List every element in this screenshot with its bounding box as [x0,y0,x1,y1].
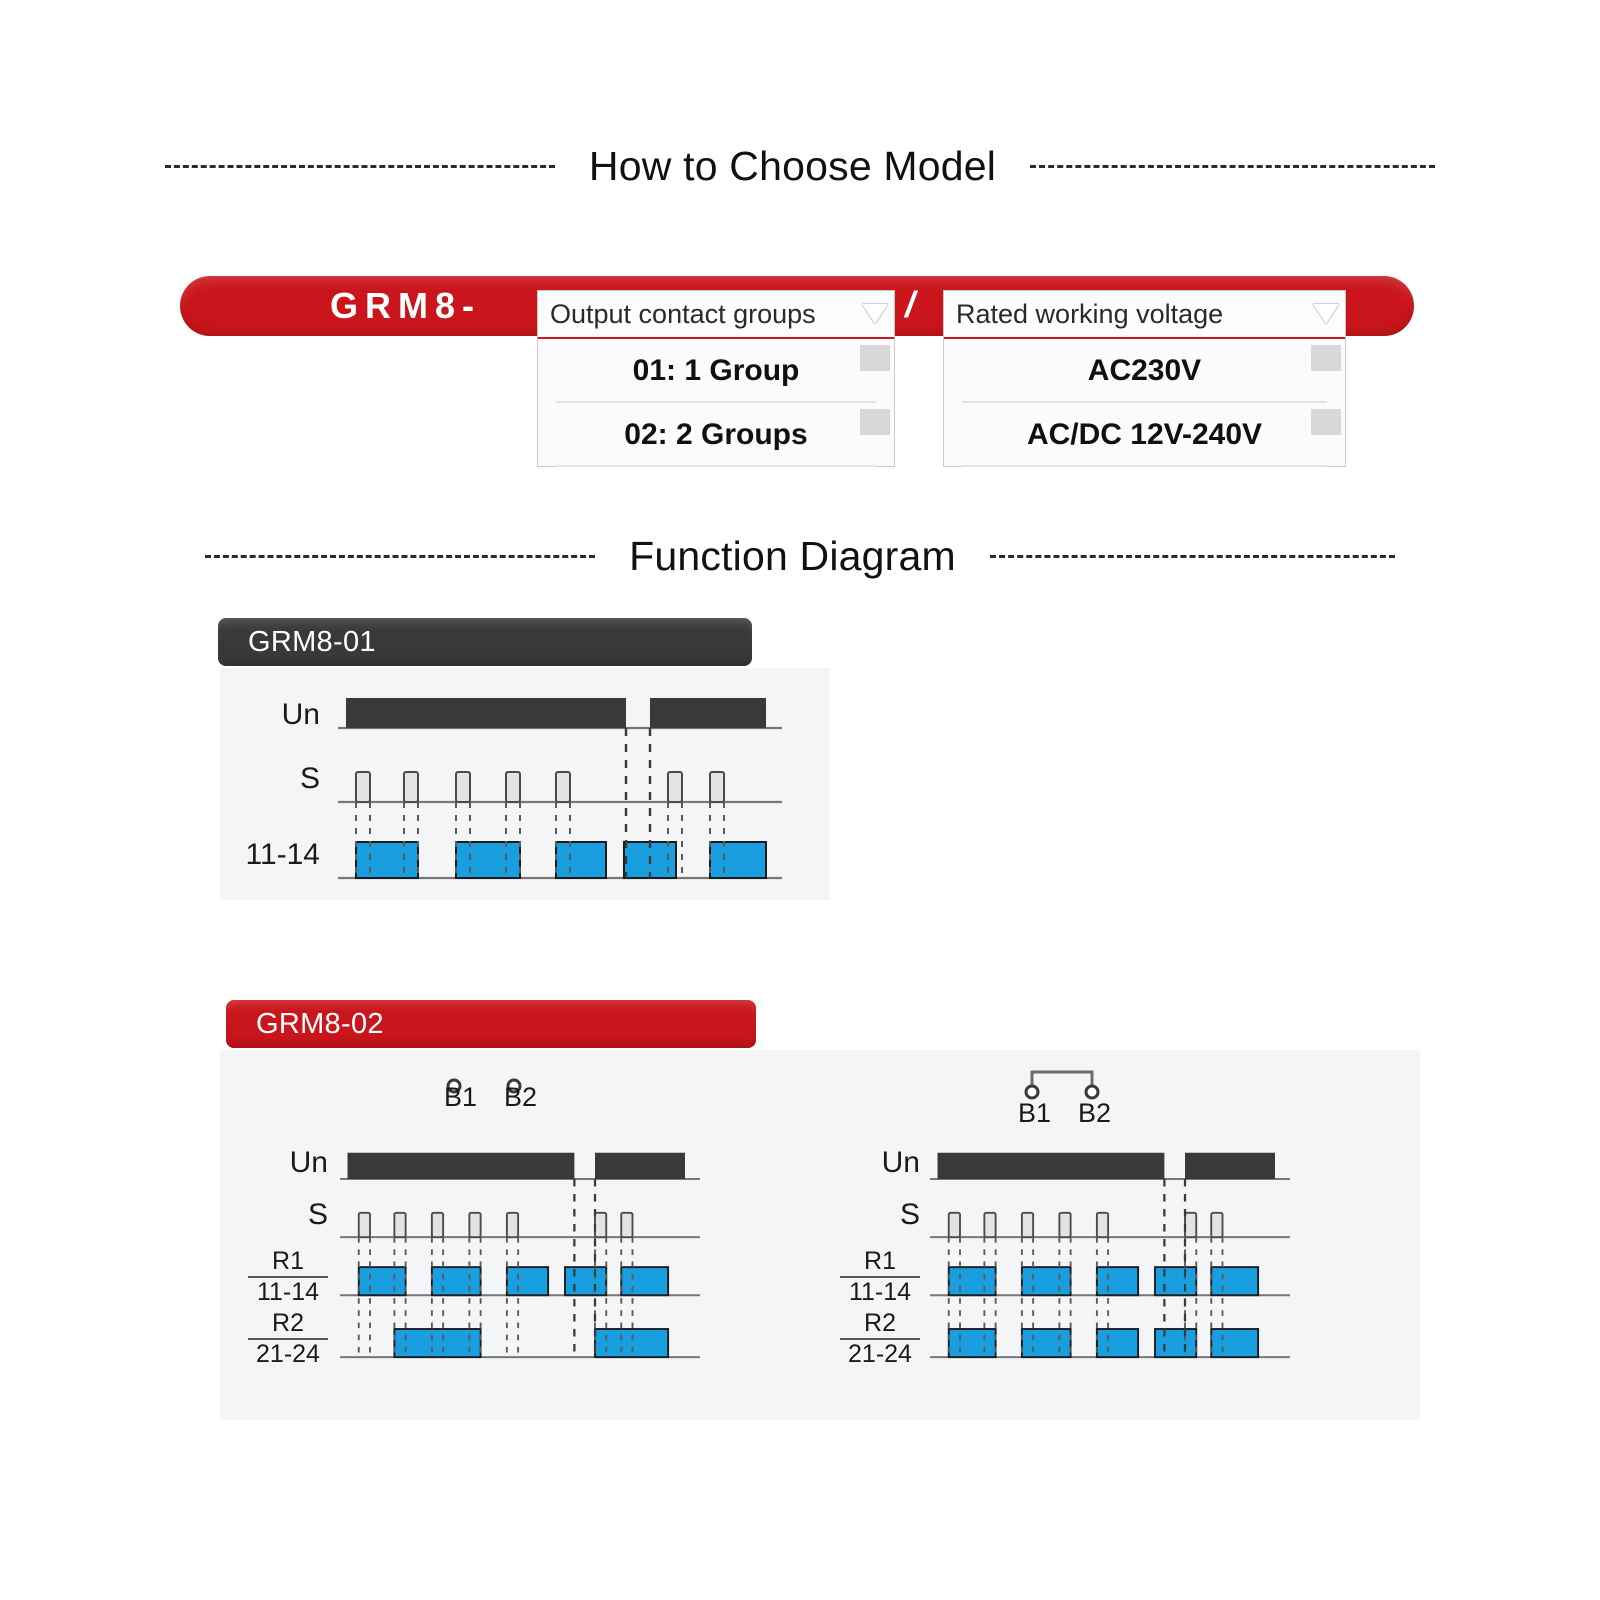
function-diagram-title: Function Diagram [629,532,956,579]
choose-model-header: How to Choose Model [0,138,1600,194]
grm8-02-badge-label: GRM8-02 [256,1007,384,1040]
chevron-down-icon[interactable] [862,304,888,324]
dropdown-voltage-option-acdc[interactable]: AC/DC 12V-240V [944,403,1345,467]
dashed-rule-left [164,164,555,168]
grm8-01-row-label-un: Un [281,698,320,731]
choose-model-title: How to Choose Model [588,142,997,189]
terminal-label-b2: B2 [504,1082,538,1112]
grm8-02-bridged-row-label-s: S [899,1198,920,1231]
r1-numerator: R1 [248,1248,328,1278]
dropdown-rated-working-voltage[interactable]: Rated working voltage AC230V AC/DC 12V-2… [943,290,1346,467]
grm8-02-badge: GRM8-02 [226,1000,756,1048]
r2-denominator: 21-24 [256,1339,320,1368]
dropdown-voltage-option-ac230v-label: AC230V [1087,354,1202,387]
grm8-02-bridged-row-label-r1: R1 11-14 [840,1248,920,1305]
grm8-02-open-row-label-r2: R2 21-24 [248,1310,328,1367]
dashed-rule-right [1030,164,1436,168]
grm8-02-open-row-label-s: S [307,1198,328,1231]
grm8-02-open-timing-diagram [340,1152,700,1359]
dropdown-groups-option-01[interactable]: 01: 1 Group [538,339,894,403]
dropdown-output-contact-groups[interactable]: Output contact groups 01: 1 Group 02: 2 … [537,290,895,467]
grm8-02-terminals-open [446,1078,522,1094]
dropdown-groups-option-02-label: 02: 2 Groups [624,418,808,451]
function-diagram-header: Function Diagram [0,528,1600,584]
terminal-label-b1: B1 [1018,1098,1052,1128]
grm8-02-bridged-timing-diagram [930,1152,1290,1359]
r2-numerator: R2 [248,1310,328,1340]
terminal-label-b2: B2 [1078,1098,1112,1128]
terminal-label-b1: B1 [444,1082,478,1112]
grm8-01-badge: GRM8-01 [218,618,752,666]
grm8-01-row-label-s: S [299,762,320,795]
dropdown-voltage-option-acdc-label: AC/DC 12V-240V [1026,418,1263,451]
dashed-rule-left [205,554,596,558]
dropdown-groups-header-label: Output contact groups [550,298,816,329]
r1-numerator: R1 [840,1248,920,1278]
option-marker-icon [860,345,890,371]
grm8-02-terminals-bridged [1024,1070,1100,1100]
grm8-02-bridged-row-label-r2: R2 21-24 [840,1310,920,1367]
chevron-down-icon[interactable] [1313,304,1339,324]
dropdown-voltage-option-ac230v[interactable]: AC230V [944,339,1345,403]
dropdown-voltage-header[interactable]: Rated working voltage [944,291,1345,339]
model-separator-slash: / [905,284,916,325]
model-code-builder: GRM8- / Output contact groups 01: 1 Grou… [180,276,1414,467]
grm8-01-row-label-11-14: 11-14 [245,838,320,871]
grm8-01-badge-label: GRM8-01 [248,625,376,658]
model-prefix-label: GRM8- [330,285,481,326]
grm8-01-timing-diagram [338,698,782,880]
option-marker-icon [1311,409,1341,435]
r2-denominator: 21-24 [848,1339,912,1368]
r1-denominator: 11-14 [848,1277,912,1306]
option-marker-icon [860,409,890,435]
dashed-rule-right [989,554,1395,558]
r2-numerator: R2 [840,1310,920,1340]
dropdown-groups-header[interactable]: Output contact groups [538,291,894,339]
dropdown-groups-option-02[interactable]: 02: 2 Groups [538,403,894,467]
option-marker-icon [1311,345,1341,371]
grm8-02-open-row-label-un: Un [289,1146,328,1179]
grm8-02-bridged-row-label-un: Un [881,1146,920,1179]
grm8-02-open-row-label-r1: R1 11-14 [248,1248,328,1305]
dropdown-groups-option-01-label: 01: 1 Group [632,354,800,387]
dropdown-voltage-header-label: Rated working voltage [956,298,1224,329]
r1-denominator: 11-14 [256,1277,320,1306]
